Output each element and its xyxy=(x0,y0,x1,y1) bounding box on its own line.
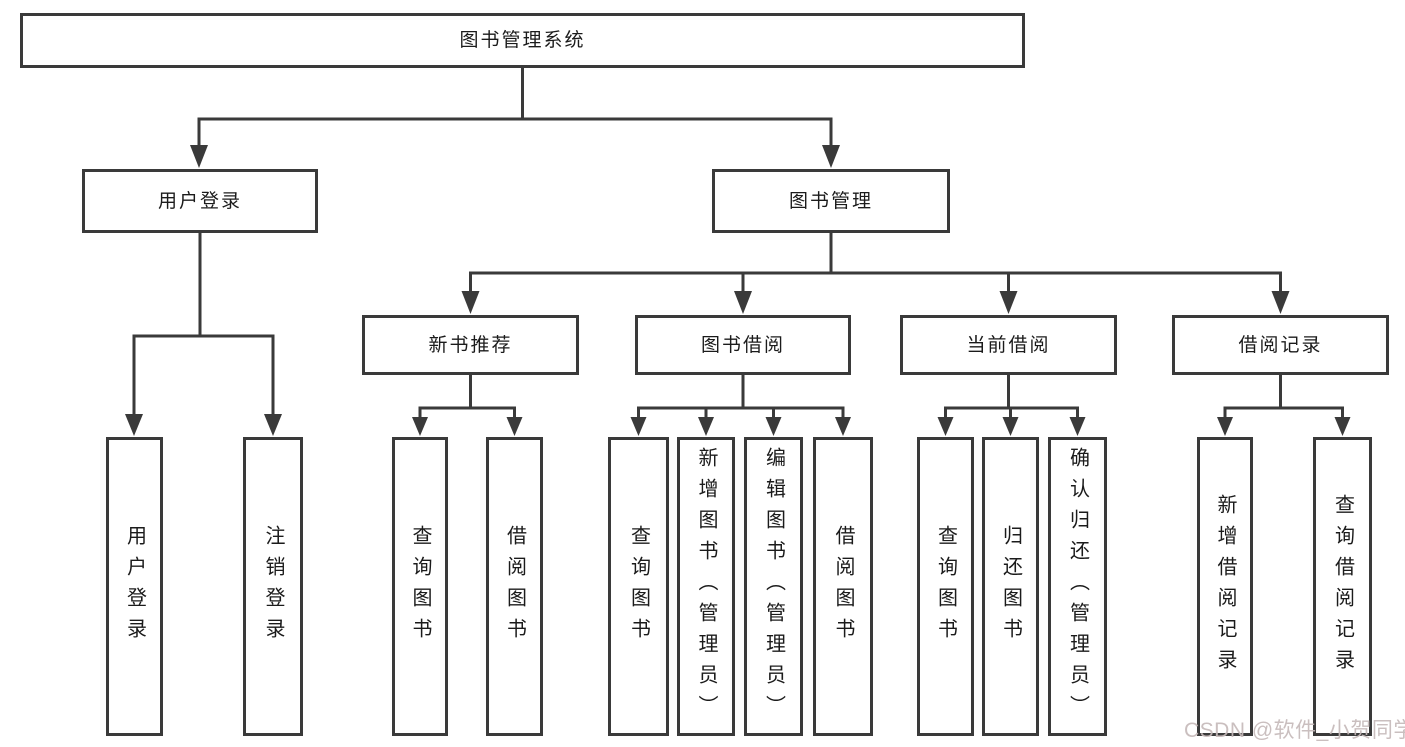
node-new-book-recommend-label: 新书推荐 xyxy=(428,334,513,356)
leaf-edit-books-admin-label: 编辑图书（管理员） xyxy=(762,447,785,726)
leaf-borrow-books: 借阅图书 xyxy=(813,437,873,736)
node-library-management-system-label: 图书管理系统 xyxy=(459,30,586,51)
node-book-management-label: 图书管理 xyxy=(788,190,873,212)
node-user-login: 用户登录 xyxy=(82,169,318,233)
leaf-query-borrow-record: 查询借阅记录 xyxy=(1313,437,1372,736)
leaf-edit-books-admin: 编辑图书（管理员） xyxy=(744,437,803,736)
node-book-management: 图书管理 xyxy=(712,169,950,233)
leaf-add-books-admin: 新增图书（管理员） xyxy=(677,437,735,736)
leaf-user-login: 用户登录 xyxy=(106,437,163,736)
leaf-query-books-current-label: 查询图书 xyxy=(934,524,957,649)
leaf-add-borrow-record-label: 新增借阅记录 xyxy=(1214,493,1236,680)
leaf-query-books-recommend-label: 查询图书 xyxy=(409,524,431,649)
leaf-query-books-current: 查询图书 xyxy=(917,437,974,736)
leaf-add-books-admin-label: 新增图书（管理员） xyxy=(695,447,717,726)
leaf-return-books: 归还图书 xyxy=(982,437,1039,736)
leaf-borrow-books-label: 借阅图书 xyxy=(832,524,854,649)
leaf-query-books-recommend: 查询图书 xyxy=(392,437,448,736)
node-borrow-records: 借阅记录 xyxy=(1172,315,1389,375)
leaf-query-borrow-record-label: 查询借阅记录 xyxy=(1331,493,1354,680)
csdn-watermark: CSDN @软件_小贺同学 xyxy=(1184,719,1405,742)
leaf-borrow-books-recommend-label: 借阅图书 xyxy=(503,524,526,649)
leaf-logout-label: 注销登录 xyxy=(262,524,284,649)
node-new-book-recommend: 新书推荐 xyxy=(362,315,579,375)
node-user-login-label: 用户登录 xyxy=(157,190,242,212)
node-library-management-system: 图书管理系统 xyxy=(20,13,1025,68)
arrowheads xyxy=(125,145,1351,436)
leaf-logout: 注销登录 xyxy=(243,437,303,736)
leaf-add-borrow-record: 新增借阅记录 xyxy=(1197,437,1253,736)
node-current-borrowing: 当前借阅 xyxy=(900,315,1117,375)
leaf-confirm-return-admin: 确认归还（管理员） xyxy=(1048,437,1107,736)
node-borrow-records-label: 借阅记录 xyxy=(1238,334,1323,356)
leaf-query-books-borrowing: 查询图书 xyxy=(608,437,669,736)
leaf-borrow-books-recommend: 借阅图书 xyxy=(486,437,543,736)
leaf-user-login-label: 用户登录 xyxy=(123,524,146,649)
leaf-confirm-return-admin-label: 确认归还（管理员） xyxy=(1066,447,1089,726)
node-book-borrowing-label: 图书借阅 xyxy=(700,334,785,356)
node-current-borrowing-label: 当前借阅 xyxy=(966,334,1051,356)
leaf-return-books-label: 归还图书 xyxy=(999,524,1022,649)
leaf-query-books-borrowing-label: 查询图书 xyxy=(627,524,650,649)
node-book-borrowing: 图书借阅 xyxy=(635,315,851,375)
